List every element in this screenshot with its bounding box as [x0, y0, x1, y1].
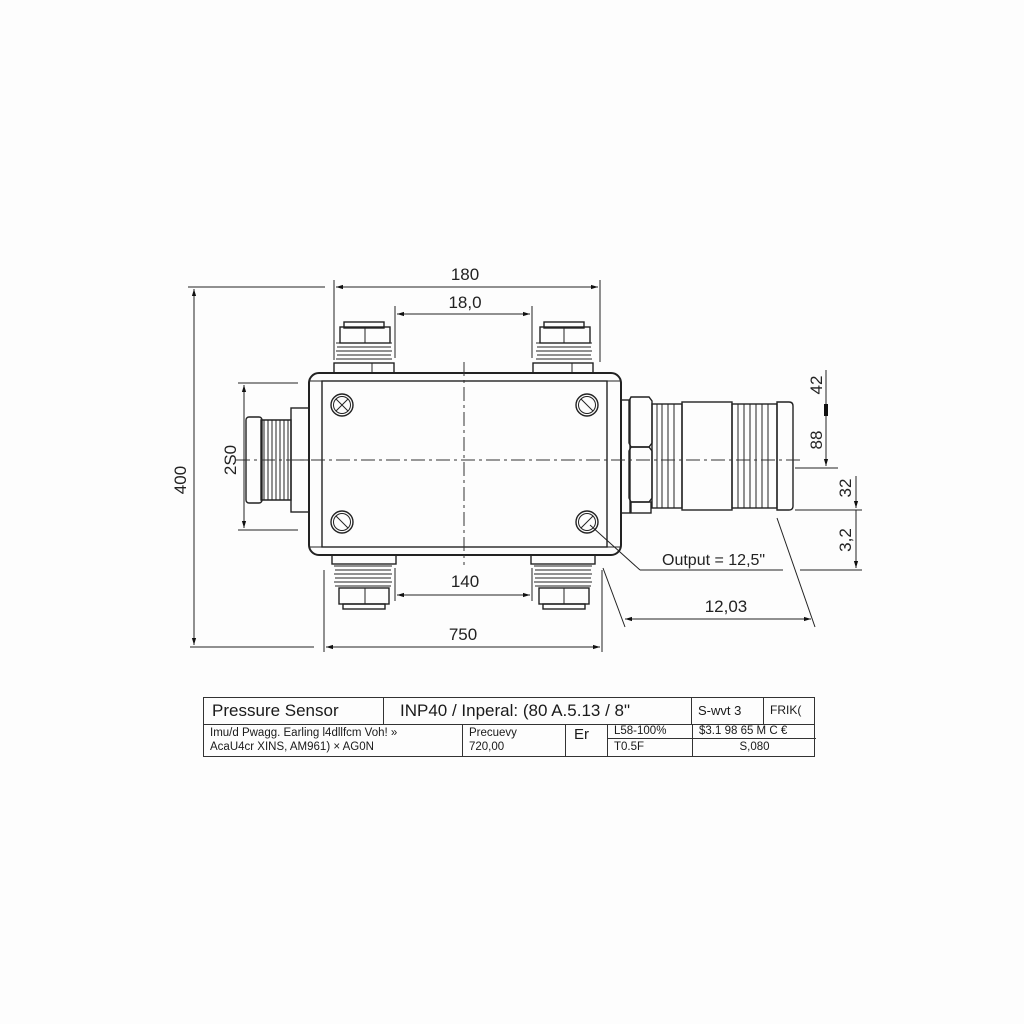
dimension-bottom-outer: 750	[190, 570, 603, 652]
svg-text:2S0: 2S0	[221, 445, 240, 475]
top-right-fitting	[532, 321, 594, 375]
screw-top-left	[330, 393, 354, 417]
dimension-bottom-inner: 140	[394, 568, 533, 601]
svg-text:400: 400	[171, 466, 190, 494]
svg-text:42: 42	[807, 376, 826, 395]
screw-bottom-right	[575, 510, 599, 534]
right-output-connector	[620, 396, 794, 514]
dimension-right-lower: 32 3,2	[795, 476, 862, 571]
range-top: L58-100%	[608, 724, 692, 739]
screw-top-right	[575, 393, 599, 417]
reference-bottom: S,080	[739, 741, 770, 753]
svg-text:3,2: 3,2	[836, 528, 855, 552]
svg-text:12,03: 12,03	[705, 597, 748, 616]
pressure-cell: Precuevy 720,00	[463, 724, 566, 756]
svg-text:Output = 12,5": Output = 12,5"	[662, 552, 765, 569]
dimension-left-port: 2S0	[221, 382, 298, 531]
pressure-label: Precuevy	[469, 727, 517, 739]
part-name: Pressure Sensor	[204, 698, 384, 724]
svg-text:180: 180	[451, 265, 479, 284]
description-cell: Imu/d Pwagg. Earling l4dllfcm Voh! » Aca…	[204, 724, 463, 756]
svg-text:18,0: 18,0	[448, 293, 481, 312]
description-line-1: Imu/d Pwagg. Earling l4dllfcm Voh! »	[210, 727, 398, 739]
part-spec: INP40 / Inperal: (80 A.5.13 / 8"	[384, 698, 692, 724]
svg-text:750: 750	[449, 625, 477, 644]
title-block-row-1: Pressure Sensor INP40 / Inperal: (80 A.5…	[204, 698, 814, 725]
dimension-top-inner: 18,0	[394, 293, 533, 358]
svg-text:140: 140	[451, 572, 479, 591]
sensor-body	[308, 372, 622, 556]
bottom-right-fitting	[530, 553, 596, 610]
reference-top: $3.1 98 65 M C €	[693, 724, 816, 739]
top-left-fitting	[333, 321, 395, 375]
sheet-number: S-wvt 3	[692, 698, 764, 724]
symbol-cell: Er	[566, 724, 608, 756]
svg-text:88: 88	[807, 431, 826, 450]
title-block: Pressure Sensor INP40 / Inperal: (80 A.5…	[203, 697, 816, 757]
bottom-left-fitting	[331, 553, 397, 610]
range-bottom: T0.5F	[614, 741, 645, 753]
description-line-2: AcaU4cr XINS, AM961) × AG0N	[210, 741, 374, 753]
reference-cell: $3.1 98 65 M C € S,080	[693, 724, 816, 756]
svg-text:32: 32	[836, 479, 855, 498]
dimension-top-outer: 180	[300, 265, 601, 362]
dimension-diagonal: 12,03	[602, 517, 816, 628]
part-code: FRIK(	[770, 703, 802, 717]
dimension-right-upper: 42 88	[795, 370, 838, 469]
pressure-value: 720,00	[469, 741, 505, 753]
title-block-row-2: Imu/d Pwagg. Earling l4dllfcm Voh! » Aca…	[204, 724, 816, 756]
dimension-left-overall: 400	[171, 286, 325, 645]
screw-bottom-left	[330, 510, 354, 534]
range-cell: L58-100% T0.5F	[608, 724, 693, 756]
output-callout: Output = 12,5"	[589, 524, 783, 571]
